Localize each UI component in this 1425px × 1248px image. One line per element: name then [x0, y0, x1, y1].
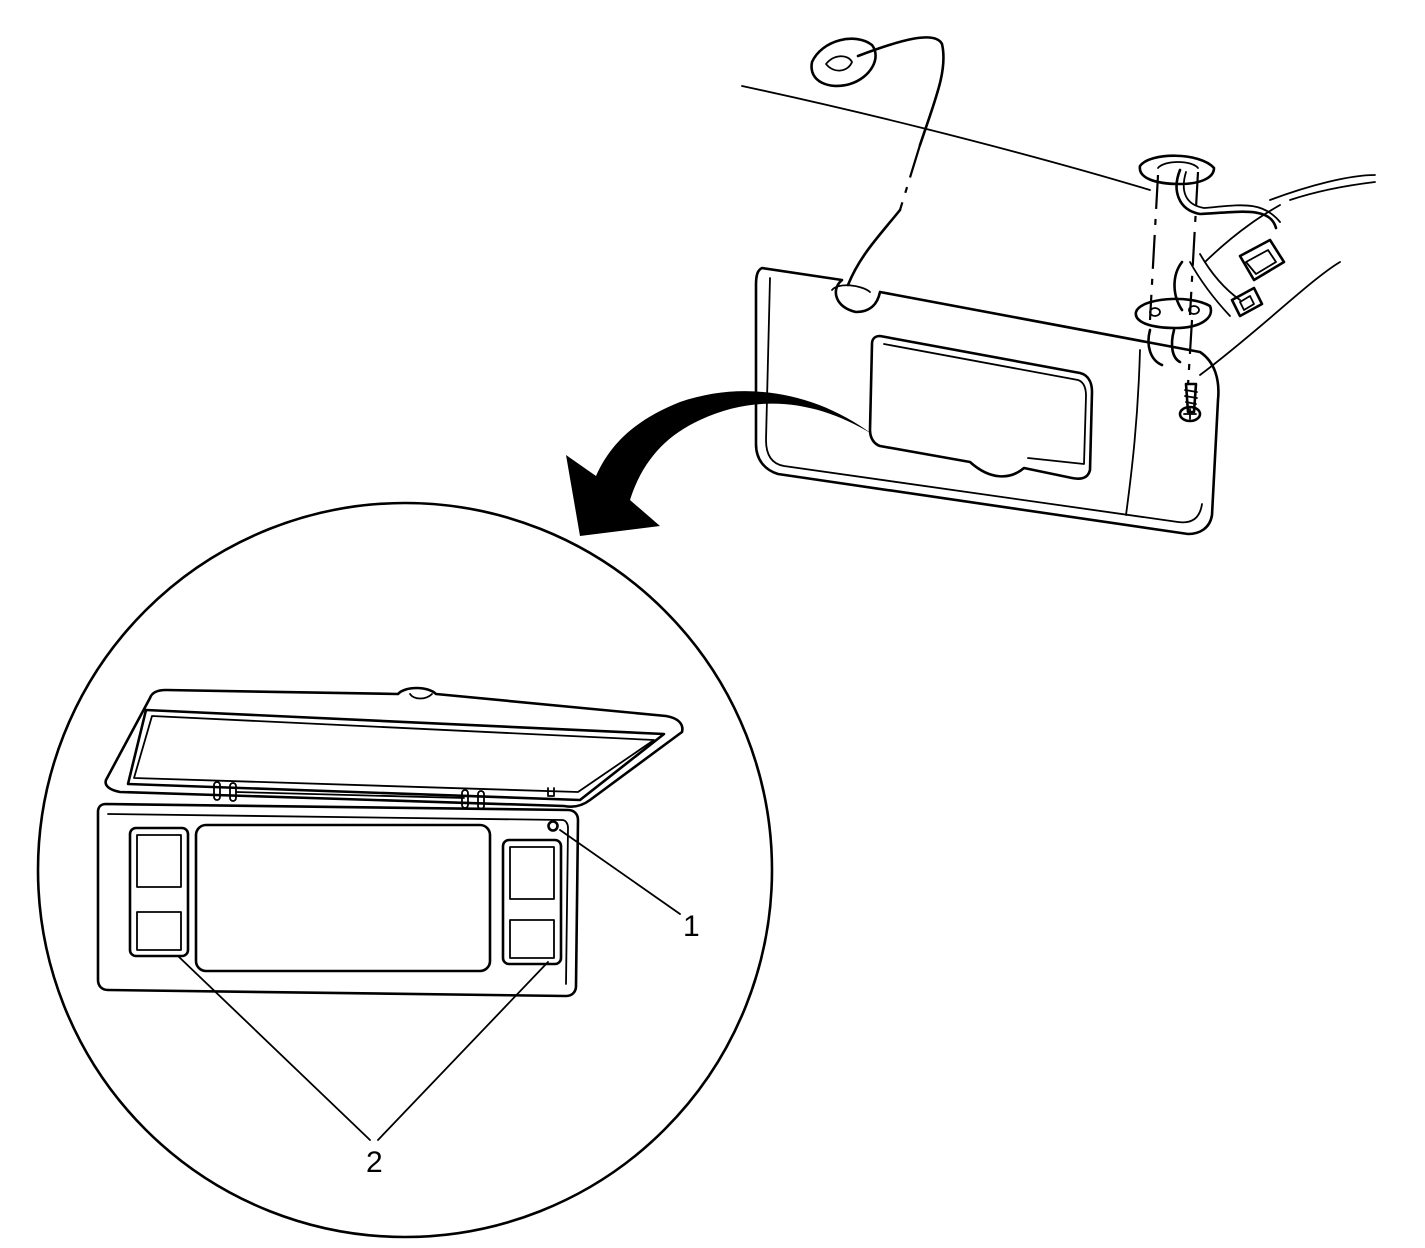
right-vanity-lamp	[501, 838, 563, 966]
vanity-mirror	[194, 823, 492, 973]
mount-alignment-line-screw	[1186, 319, 1194, 386]
roof-rail-line-upper	[1269, 174, 1376, 201]
visor-body-inner-edge	[765, 277, 1203, 524]
mirror-door-open	[104, 686, 684, 809]
visor-retainer-clip	[810, 37, 877, 88]
callout-1-leader	[559, 829, 681, 915]
callout-1-label: 1	[683, 910, 700, 943]
retainer-rod-lower	[846, 208, 902, 287]
detail-view-arrow	[566, 391, 872, 536]
visor-mirror-cover	[868, 334, 1094, 481]
installed-visor-view	[566, 36, 1376, 536]
visor-pivot-slot	[831, 284, 871, 293]
mirror-frame	[96, 802, 580, 998]
pillar-trim-line	[1204, 204, 1281, 263]
mirror-detail-view: 1 2	[36, 501, 774, 1239]
mounting-screw	[1178, 382, 1202, 423]
mount-alignment-line-left	[1148, 174, 1160, 321]
pillar-trim-line-lower	[1199, 261, 1341, 376]
visor-pivot-mount	[1134, 154, 1216, 367]
headliner-edge-line	[741, 85, 1151, 191]
mirror-hinge-pins	[213, 781, 555, 810]
visor-body-outline	[754, 266, 1220, 536]
lamp-switch	[547, 820, 559, 832]
detail-view-circle	[36, 501, 774, 1239]
electrical-connector	[1230, 238, 1286, 318]
left-vanity-lamp	[128, 826, 190, 958]
retainer-rod-hidden-line	[898, 144, 922, 211]
callout-2-label: 2	[366, 1146, 383, 1179]
visor-hinge-line	[1125, 349, 1141, 516]
retainer-rod	[856, 36, 945, 147]
callout-2-leader-left	[177, 955, 371, 1141]
mount-alignment-line-right	[1188, 171, 1200, 316]
roof-rail-line-lower	[1289, 181, 1376, 201]
visor-mirror-cover-inner	[883, 343, 1087, 465]
callout-2-leader-right	[377, 961, 549, 1141]
